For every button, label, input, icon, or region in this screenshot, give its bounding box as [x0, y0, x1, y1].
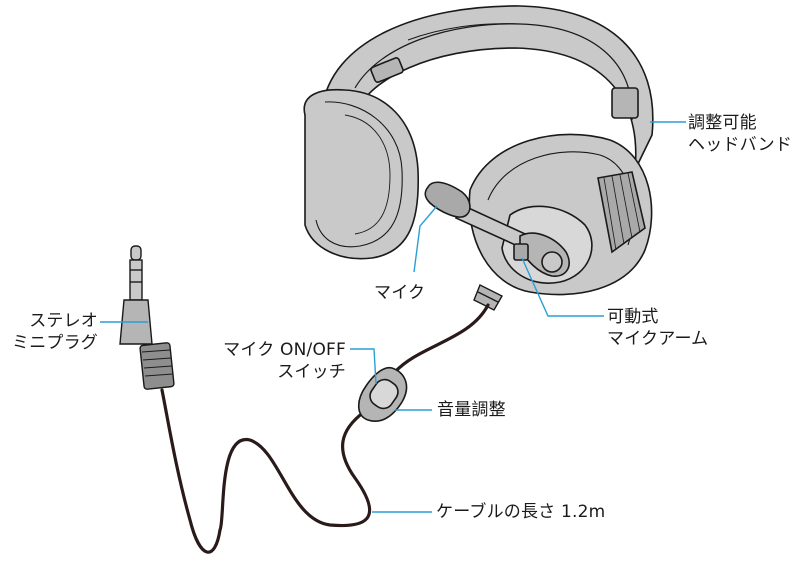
label-headband-line2: ヘッドバンド [688, 135, 793, 155]
label-stereo-plug: ステレオ ミニプラグ [10, 310, 98, 354]
label-volume: 音量調整 [437, 400, 506, 420]
label-mic-switch: マイク ON/OFF スイッチ [200, 339, 346, 383]
cable [160, 303, 490, 554]
leader-mic-arm [521, 257, 604, 317]
label-mic-arm-line2: マイクアーム [607, 329, 709, 349]
label-mic-arm: 可動式 マイクアーム [607, 306, 708, 350]
headband [321, 5, 654, 171]
microphone-capsule [424, 181, 471, 218]
leader-lines [100, 121, 686, 513]
cable-strain-relief [473, 284, 503, 311]
label-cable-length: ケーブルの長さ 1.2m [436, 502, 606, 522]
label-mic-arm-line1: 可動式 [607, 307, 659, 327]
leader-mic-switch [350, 348, 377, 385]
label-mic-switch-line1: マイク ON/OFF [223, 340, 346, 360]
label-stereo-plug-line1: ステレオ [29, 311, 98, 331]
label-mic-switch-line2: スイッチ [277, 362, 346, 382]
leader-mic [413, 205, 438, 273]
label-mic: マイク [374, 283, 426, 303]
left-ear-cup [303, 88, 420, 260]
inline-control-box [357, 366, 408, 422]
label-stereo-plug-line2: ミニプラグ [12, 333, 98, 353]
label-headband: 調整可能 ヘッドバンド [688, 112, 792, 156]
stereo-mini-plug [119, 245, 175, 390]
microphone-arm [454, 203, 570, 277]
label-headband-line1: 調整可能 [688, 113, 757, 133]
